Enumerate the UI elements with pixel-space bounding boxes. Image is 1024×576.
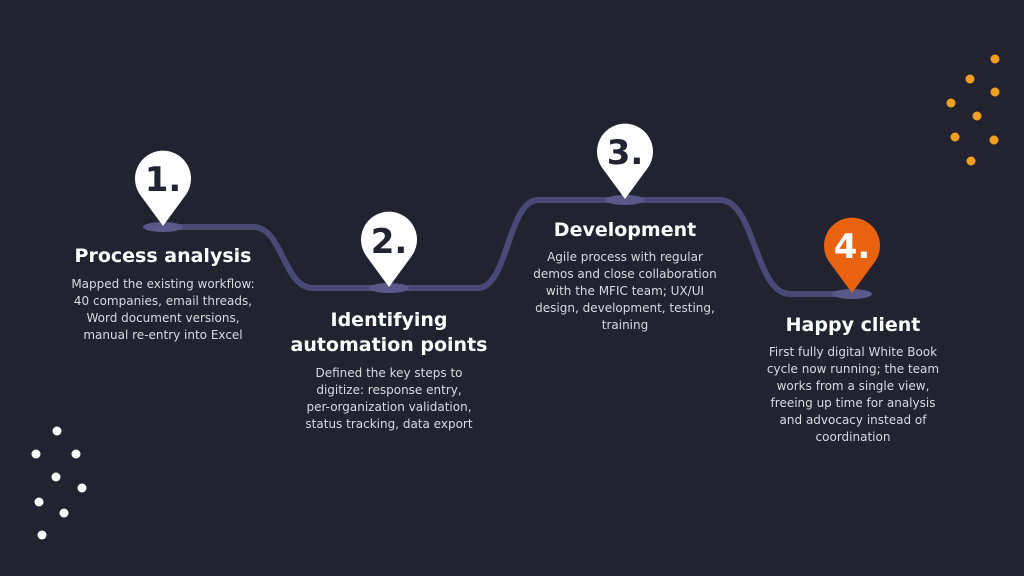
dot [972,111,982,121]
dot [966,156,976,166]
dot [52,426,62,436]
step-1-title: Process analysis [74,245,252,267]
dot [946,98,956,108]
step-3-title: Development [553,219,697,241]
dot [990,87,1000,97]
pin-2-shadow [369,283,409,293]
step-4-description: First fully digital White Book cycle now… [766,345,940,444]
dot [59,508,69,518]
step-1-description: Mapped the existing workflow: 40 compani… [71,277,255,342]
dot [51,472,61,482]
pin-4-marker: 4. [824,217,881,293]
pin-2-marker: 2. [361,211,417,287]
pin-1-shadow [143,222,183,232]
dot [989,135,999,145]
pin-4-number: 4. [834,227,871,267]
pin-3-shadow [605,195,645,205]
dot [34,497,44,507]
decorative-dots-white [31,426,87,540]
pin-1-marker: 1. [135,150,192,226]
dot [71,449,81,459]
dot [950,132,960,142]
step-4-title: Happy client [785,314,921,336]
pin-1-number: 1. [145,160,182,200]
roadmap-path [160,197,855,297]
pin-3-number: 3. [607,133,644,173]
decorative-dots-orange [946,54,1000,166]
dot [965,74,975,84]
pin-3-marker: 3. [597,123,654,199]
step-3-description: Agile process with regular demos and clo… [533,250,717,332]
pin-4-shadow [832,289,872,299]
pin-2-number: 2. [371,222,408,262]
dot [37,530,47,540]
step-2-description: Defined the key steps to digitize: respo… [305,366,473,431]
step-2-title: Identifying automation points [290,309,488,356]
dot [77,483,87,493]
dot [31,449,41,459]
dot [990,54,1000,64]
